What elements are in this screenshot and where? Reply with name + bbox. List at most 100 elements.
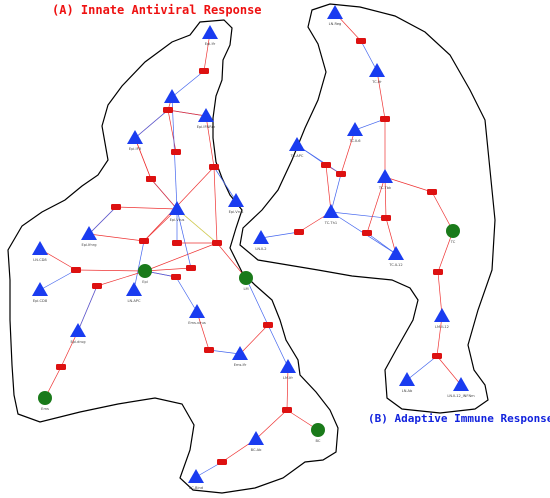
innate-compartment-outline bbox=[7, 19, 339, 494]
node-epi_ifr1 bbox=[164, 89, 180, 103]
edge-r26-to-lm_il12 bbox=[437, 271, 443, 317]
species-triangle-icon bbox=[32, 282, 48, 296]
edge-lm-to-r15 bbox=[245, 277, 269, 326]
node-label: Epi.Vrus bbox=[229, 210, 244, 214]
edge-lm_ifr-to-r16 bbox=[286, 366, 289, 411]
species-triangle-icon bbox=[369, 63, 385, 77]
node-label: Epi.Ifnrg bbox=[82, 243, 97, 247]
edge-r2-to-r3 bbox=[167, 109, 177, 153]
node-label: Epi.Ifr bbox=[205, 42, 216, 46]
node-label: LM.IL12 bbox=[435, 325, 449, 329]
reaction-node-r6 bbox=[111, 204, 121, 210]
node-ems_virus: Ems.virus bbox=[188, 304, 206, 325]
reaction-node-r22 bbox=[294, 229, 304, 235]
node-label: Epi bbox=[142, 280, 148, 284]
edge-r20-to-tc_th1 bbox=[325, 164, 332, 213]
reaction-node-r15 bbox=[263, 322, 273, 328]
node-label: LN.CD8 bbox=[33, 258, 47, 262]
species-triangle-icon bbox=[388, 246, 404, 260]
edge-tc_il6-to-r21 bbox=[340, 129, 356, 175]
reaction-node-r26 bbox=[433, 269, 443, 275]
species-triangle-icon bbox=[347, 122, 363, 136]
edge-r18-to-tc_ifr bbox=[360, 40, 378, 72]
edge-epi_drug-to-r12 bbox=[77, 285, 98, 332]
species-triangle-icon bbox=[232, 346, 248, 360]
species-triangle-icon bbox=[327, 5, 343, 19]
node-label: LN.APC bbox=[128, 299, 141, 303]
edge-tc-to-r26 bbox=[437, 230, 454, 273]
reaction-node-r20 bbox=[321, 162, 331, 168]
reaction-node-r16 bbox=[282, 407, 292, 413]
species-triangle-icon bbox=[169, 201, 185, 215]
node-lm_ifr: LM.Ifr bbox=[280, 359, 296, 380]
reaction-node-r11 bbox=[171, 274, 181, 280]
adaptive-response-title: (B) Adaptive Immune Response bbox=[368, 412, 550, 425]
edge-r7-to-epi_ifnrg bbox=[88, 233, 145, 242]
node-label: TC bbox=[450, 240, 456, 244]
innate-response-title: (A) Innate Antiviral Response bbox=[52, 3, 262, 17]
reaction-node-r5 bbox=[209, 164, 219, 170]
node-lm: LM bbox=[239, 271, 253, 291]
node-epi_ifnrg: Epi.Ifnrg bbox=[81, 226, 97, 247]
node-ln_reg: LN.Reg bbox=[327, 5, 343, 26]
node-label: Epi.CD8 bbox=[33, 299, 48, 303]
compartment-circle-icon bbox=[239, 271, 253, 285]
compartment-circle-icon bbox=[311, 423, 325, 437]
edge-r1-to-epi_ifr1 bbox=[171, 70, 205, 98]
edge-tc_tbk-to-r24 bbox=[366, 176, 386, 234]
node-label: Ems.Ifr bbox=[234, 363, 247, 367]
edge-ems_virus-to-r14 bbox=[196, 311, 210, 351]
edge-r5-to-r7 bbox=[143, 166, 215, 242]
reaction-node-r23 bbox=[381, 215, 391, 221]
node-tc_th1: TC.Th1 bbox=[323, 204, 339, 225]
reaction-node-r14 bbox=[204, 347, 214, 353]
node-label: Epi.IFR bbox=[129, 147, 142, 151]
node-label: LN.IL12_INFNm bbox=[447, 394, 475, 398]
edge-lm-to-r8 bbox=[216, 242, 247, 279]
edge-r8-to-r5 bbox=[213, 166, 218, 244]
edge-ln_il12_inf-to-r27 bbox=[436, 355, 462, 386]
node-label: Ems bbox=[41, 407, 49, 411]
species-triangle-icon bbox=[377, 169, 393, 183]
edge-r21-to-tc_th1 bbox=[330, 173, 342, 213]
node-ln_cd8: LN.CD8 bbox=[32, 241, 48, 262]
edge-epi-to-r9 bbox=[75, 269, 146, 272]
edge-r15-to-ems_ifr bbox=[239, 324, 269, 355]
node-ems_ifr: Ems.Ifr bbox=[232, 346, 248, 367]
node-ln_apc: LN.APC bbox=[126, 282, 142, 303]
node-bc_bind: BC.Bind bbox=[188, 469, 204, 490]
node-ln_il12_inf: LN.IL12_INFNm bbox=[447, 377, 475, 398]
node-tc_il12: TC.IL12 bbox=[388, 246, 404, 267]
reaction-node-r25 bbox=[427, 189, 437, 195]
reaction-node-r21 bbox=[336, 171, 346, 177]
reaction-node-r28 bbox=[172, 240, 182, 246]
node-label: Epi.IFNRm bbox=[197, 125, 216, 129]
reaction-node-r8 bbox=[212, 240, 222, 246]
node-bc: BC bbox=[311, 423, 325, 443]
edge-tc_ifr-to-r19 bbox=[376, 70, 386, 120]
edge-r27-to-ln_ab bbox=[406, 355, 438, 381]
node-label: LN.Reg bbox=[329, 22, 342, 26]
edge-r16-to-bc_ab bbox=[255, 409, 288, 440]
reaction-node-r24 bbox=[362, 230, 372, 236]
edge-tc_tbk-to-r23 bbox=[384, 176, 387, 219]
edge-r23-to-tc_il12 bbox=[385, 217, 397, 255]
node-bc_ab: BC.Ab bbox=[248, 431, 264, 452]
species-triangle-icon bbox=[32, 241, 48, 255]
species-triangle-icon bbox=[164, 89, 180, 103]
compartment-circle-icon bbox=[138, 264, 152, 278]
node-epi_ifr: Epi.Ifr bbox=[202, 25, 218, 46]
edge-r9-to-epi_cd8 bbox=[39, 269, 77, 291]
node-label: TC.Th1 bbox=[324, 221, 337, 225]
compartment-circle-icon bbox=[446, 224, 460, 238]
species-triangle-icon bbox=[399, 372, 415, 386]
species-triangle-icon bbox=[228, 193, 244, 207]
species-triangle-icon bbox=[253, 230, 269, 244]
edge-r23-to-tc_th1 bbox=[330, 211, 387, 219]
species-triangle-icon bbox=[453, 377, 469, 391]
node-epi_virus: Epi.Vrus bbox=[169, 201, 185, 222]
node-epi_drug: Epi.drug bbox=[70, 323, 86, 344]
node-label: BC bbox=[316, 439, 321, 443]
